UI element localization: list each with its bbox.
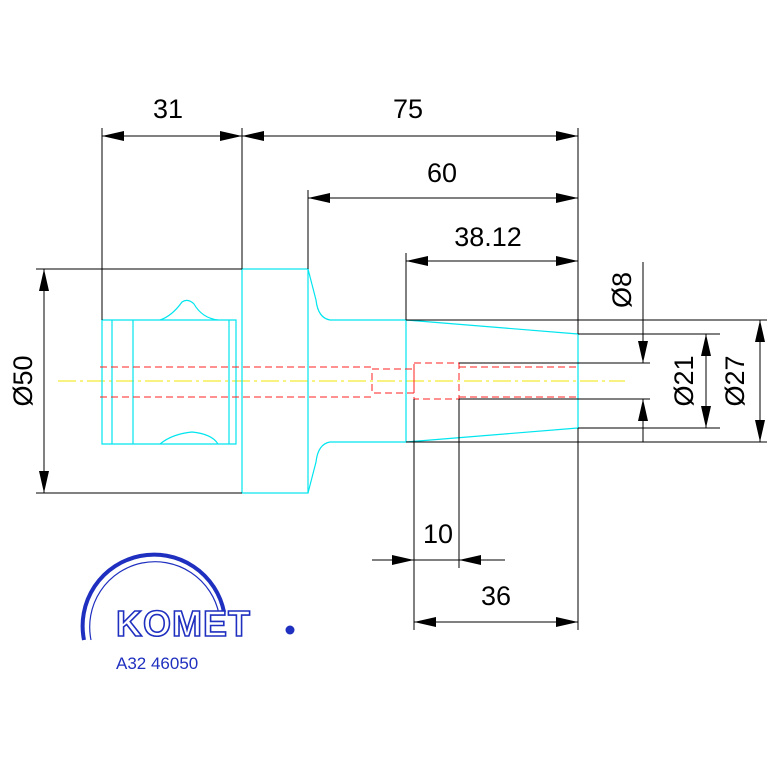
dim-50-label: Ø50 <box>8 355 38 406</box>
dimension-50: Ø50 <box>8 269 49 493</box>
dim-75-label: 75 <box>393 94 423 124</box>
dimension-60: 60 <box>308 158 578 203</box>
komet-arc-logo-icon <box>80 552 226 641</box>
hidden-bore <box>100 362 578 400</box>
neck-bottom <box>307 441 406 494</box>
shank-body <box>101 319 237 445</box>
dimension-8: Ø8 <box>607 262 648 442</box>
dim-38-label: 38.12 <box>454 222 522 252</box>
dimension-38: 38.12 <box>406 222 578 266</box>
shank-groove-top <box>159 299 219 321</box>
komet-arc-inner-icon <box>89 561 220 641</box>
dimension-75: 75 <box>242 94 578 141</box>
dimension-31: 31 <box>102 94 242 141</box>
dim-8-label: Ø8 <box>607 272 637 308</box>
flange <box>241 268 309 494</box>
extension-lines <box>36 128 767 630</box>
dim-60-label: 60 <box>427 158 457 188</box>
shank-groove-bottom <box>159 431 219 445</box>
nose-taper-bottom <box>405 427 579 443</box>
komet-logo: KOMET A32 46050 <box>80 552 295 673</box>
dim-10-label: 10 <box>423 519 453 549</box>
registered-mark-icon <box>285 625 295 635</box>
bore-step <box>413 362 460 400</box>
dim-27-label: Ø27 <box>720 355 750 406</box>
dimension-10: 10 <box>372 519 505 565</box>
dim-31-label: 31 <box>153 94 183 124</box>
dimension-21: Ø21 <box>669 334 711 428</box>
nose-taper-top <box>405 319 579 335</box>
dim-21-label: Ø21 <box>669 355 699 406</box>
dimension-36: 36 <box>414 581 578 627</box>
komet-brand: KOMET <box>116 603 251 644</box>
dimension-27: Ø27 <box>720 320 765 442</box>
part-outline <box>101 268 579 494</box>
dim-36-label: 36 <box>481 581 511 611</box>
neck-top <box>307 268 406 321</box>
part-code: A32 46050 <box>116 654 198 673</box>
